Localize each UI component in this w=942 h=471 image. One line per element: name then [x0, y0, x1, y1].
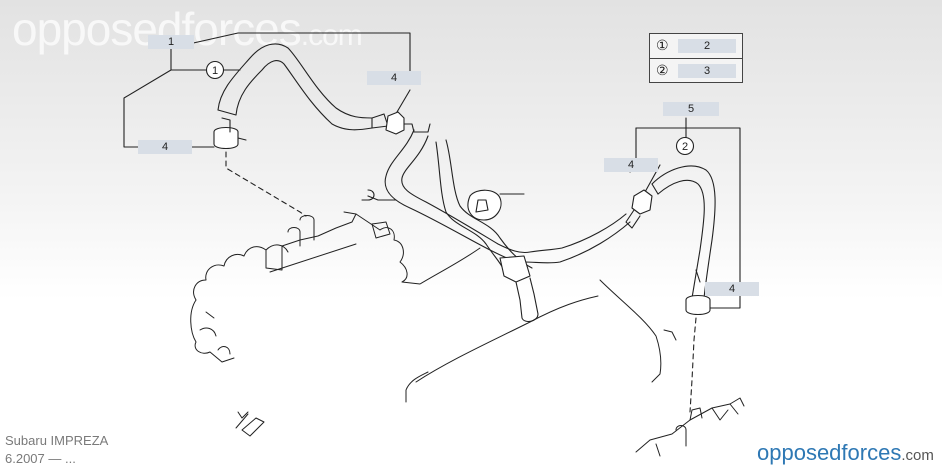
- clamp-right: [625, 189, 653, 229]
- brand-logo[interactable]: opposedforces.com: [757, 440, 934, 466]
- svg-text:2: 2: [682, 141, 688, 153]
- callout-4-top[interactable]: 4: [367, 71, 421, 85]
- legend-row: ① 2: [650, 34, 742, 58]
- svg-text:1: 1: [212, 65, 218, 77]
- marker-2: 2: [675, 136, 695, 156]
- brand-name-light: opposed: [757, 440, 842, 465]
- legend-symbol: ①: [656, 37, 669, 53]
- marker-1: 1: [205, 60, 225, 80]
- upper-hose: [213, 43, 389, 150]
- legend-row: ② 3: [650, 58, 742, 83]
- engine-block: [190, 211, 481, 363]
- body-outline: [405, 279, 677, 403]
- legend-part-number[interactable]: 3: [678, 64, 736, 78]
- callout-1[interactable]: 1: [148, 35, 194, 49]
- dashed-leader-right: [689, 317, 697, 413]
- front-arrow-icon: [235, 411, 265, 437]
- bracket-group-1: [123, 32, 411, 148]
- coolant-pipe: [361, 129, 631, 323]
- callout-5[interactable]: 5: [663, 102, 719, 116]
- callout-4-right[interactable]: 4: [604, 158, 658, 172]
- callout-4-bottom[interactable]: 4: [705, 282, 759, 296]
- watermark-suffix: .com: [300, 19, 363, 52]
- callout-4-left[interactable]: 4: [138, 140, 192, 154]
- parts-legend: ① 2 ② 3: [649, 33, 743, 83]
- legend-symbol: ②: [656, 62, 669, 78]
- brand-suffix: .com: [901, 447, 934, 464]
- right-hose: [651, 165, 716, 316]
- legend-part-number[interactable]: 2: [678, 39, 736, 53]
- vehicle-info: Subaru IMPREZA 6.2007 — ...: [5, 432, 108, 468]
- radiator: [635, 397, 745, 457]
- vehicle-period: 6.2007 — ...: [5, 451, 76, 466]
- vehicle-model: Subaru IMPREZA: [5, 433, 109, 448]
- clamp-top: [385, 111, 431, 135]
- dashed-leader-left: [225, 151, 307, 217]
- brand-name-bold: forces: [841, 440, 902, 465]
